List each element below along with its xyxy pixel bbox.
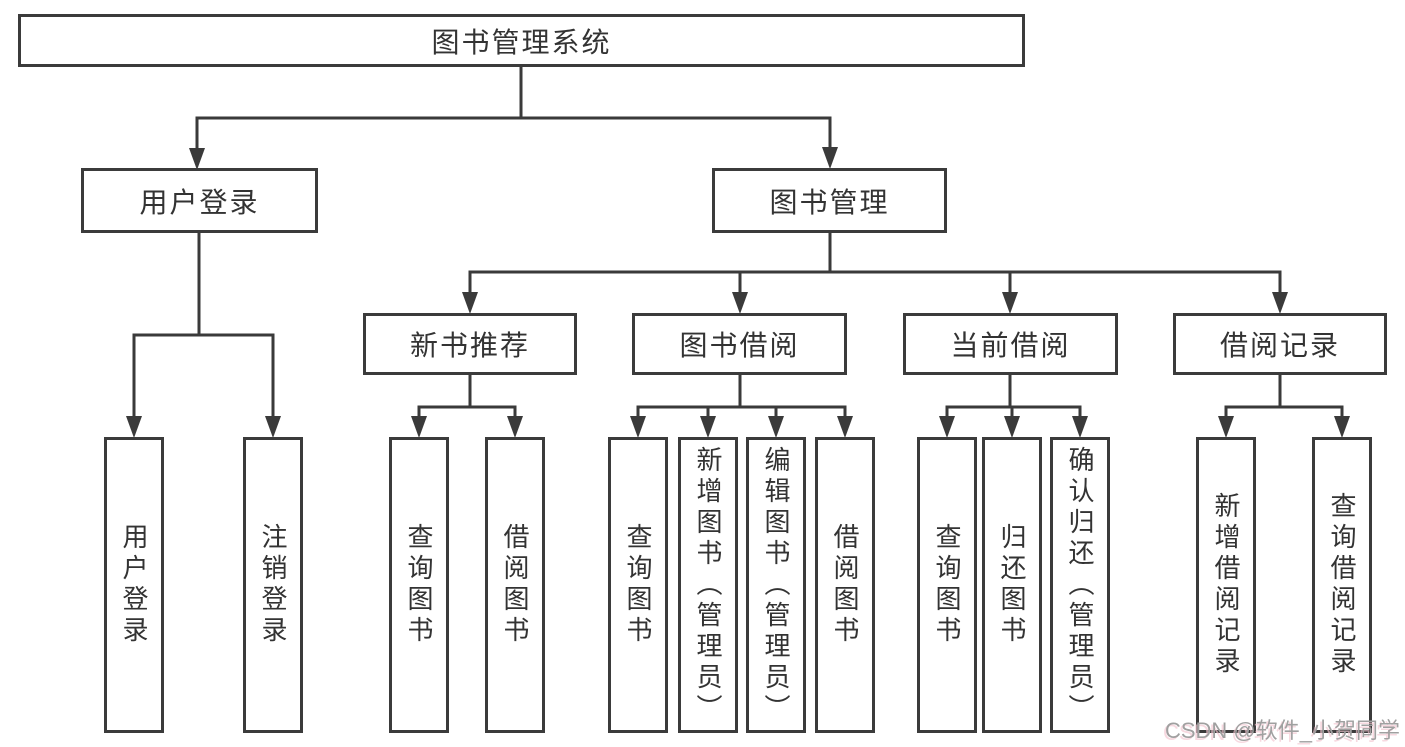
leaf-edit-book-admin-label: 编辑图书（管理员） <box>761 445 791 725</box>
node-book-management: 图书管理 <box>712 168 947 233</box>
leaf-user-login: 用户登录 <box>104 437 164 733</box>
leaf-add-book-admin: 新增图书（管理员） <box>678 437 738 733</box>
leaf-add-borrow-record: 新增借阅记录 <box>1196 437 1256 733</box>
leaf-query-borrow-record: 查询借阅记录 <box>1312 437 1372 733</box>
leaf-query-books-recommend: 查询图书 <box>389 437 449 733</box>
node-current-borrowing: 当前借阅 <box>903 313 1118 375</box>
leaf-borrow-books-recommend: 借阅图书 <box>485 437 545 733</box>
node-new-book-recommend-label: 新书推荐 <box>409 330 530 361</box>
leaf-edit-book-admin: 编辑图书（管理员） <box>746 437 806 733</box>
leaf-borrow-books: 借阅图书 <box>815 437 875 733</box>
leaf-add-book-admin-label: 新增图书（管理员） <box>693 445 723 725</box>
leaf-add-borrow-record-label: 新增借阅记录 <box>1211 492 1241 678</box>
leaf-borrow-books-recommend-label: 借阅图书 <box>500 523 530 647</box>
node-root-label: 图书管理系统 <box>431 26 612 58</box>
node-book-borrowing: 图书借阅 <box>632 313 847 375</box>
node-borrowing-records: 借阅记录 <box>1173 313 1387 375</box>
leaf-return-books: 归还图书 <box>982 437 1042 733</box>
leaf-confirm-return-admin-label: 确认归还（管理员） <box>1065 445 1095 725</box>
leaf-query-books-borrowing-label: 查询图书 <box>623 523 653 647</box>
leaf-borrow-books-label: 借阅图书 <box>830 523 860 647</box>
leaf-query-books-current-label: 查询图书 <box>932 523 962 647</box>
leaf-query-borrow-record-label: 查询借阅记录 <box>1327 492 1357 678</box>
leaf-query-books-borrowing: 查询图书 <box>608 437 668 733</box>
node-user-login: 用户登录 <box>81 168 318 233</box>
node-current-borrowing-label: 当前借阅 <box>950 330 1071 361</box>
node-book-borrowing-label: 图书借阅 <box>679 330 800 361</box>
node-book-management-label: 图书管理 <box>769 186 890 218</box>
leaf-query-books-recommend-label: 查询图书 <box>404 523 434 647</box>
leaf-user-login-label: 用户登录 <box>119 523 149 647</box>
node-user-login-label: 用户登录 <box>139 186 260 218</box>
node-root: 图书管理系统 <box>18 14 1025 67</box>
leaf-query-books-current: 查询图书 <box>917 437 977 733</box>
node-new-book-recommend: 新书推荐 <box>363 313 577 375</box>
leaf-logout: 注销登录 <box>243 437 303 733</box>
leaf-logout-label: 注销登录 <box>258 523 288 647</box>
leaf-return-books-label: 归还图书 <box>997 523 1027 647</box>
node-borrowing-records-label: 借阅记录 <box>1219 330 1340 361</box>
leaf-confirm-return-admin: 确认归还（管理员） <box>1050 437 1110 733</box>
csdn-watermark: CSDN @软件_小贺同学 <box>1164 718 1400 743</box>
